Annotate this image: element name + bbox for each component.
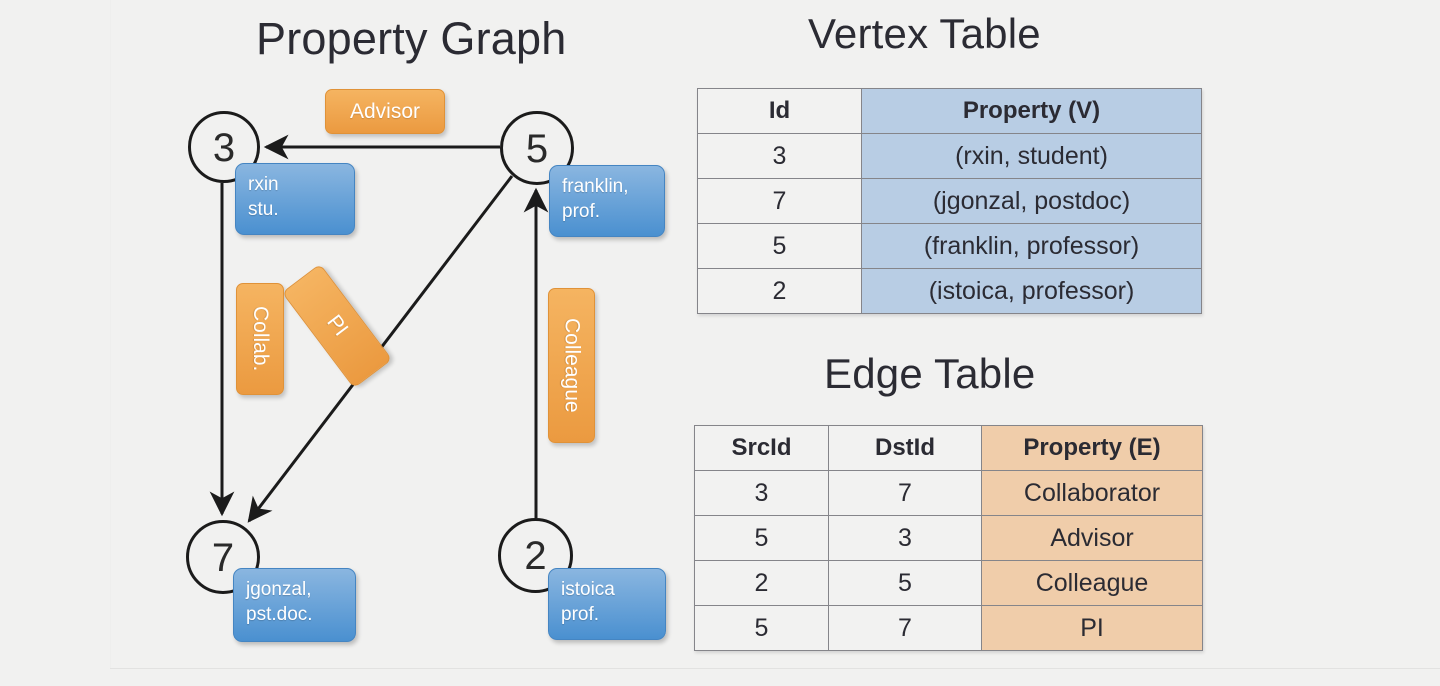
- edge-label-advisor: Advisor: [325, 89, 445, 134]
- graph-node-7[interactable]: [186, 520, 260, 594]
- edge-cell-property: Colleague: [981, 560, 1203, 606]
- table-header-row: Id Property (V): [697, 88, 1202, 134]
- graph-node-3-property: rxin stu.: [235, 163, 355, 235]
- vertex-table: Id Property (V) 3 (rxin, student) 7 (jgo…: [697, 88, 1202, 314]
- vertex-cell-property: (franklin, professor): [861, 223, 1202, 269]
- graph-node-2-label: 2: [524, 534, 547, 578]
- graph-node-5-label: 5: [525, 127, 549, 171]
- edge-cell-srcid: 5: [694, 605, 829, 651]
- graph-node-2-property-line2: prof.: [561, 604, 600, 625]
- edge-label-colleague: Colleague: [548, 288, 595, 443]
- page-title-property-graph: Property Graph: [256, 13, 567, 64]
- table-row: 2 5 Colleague: [694, 560, 1203, 606]
- graph-node-5-property: franklin, prof.: [549, 165, 665, 237]
- vertex-cell-id: 5: [697, 223, 862, 269]
- edge-cell-property: Collaborator: [981, 470, 1203, 516]
- table-row: 3 (rxin, student): [697, 133, 1202, 179]
- graph-node-5[interactable]: [500, 111, 574, 185]
- edge-label-collab: Collab.: [236, 283, 284, 395]
- graph-node-3-property-line1: rxin: [248, 174, 279, 195]
- table-header-row: SrcId DstId Property (E): [694, 425, 1203, 471]
- slide-bottom-edge: [110, 668, 1440, 669]
- table-row: 5 3 Advisor: [694, 515, 1203, 561]
- edge-cell-dstid: 5: [828, 560, 982, 606]
- graph-node-3-label: 3: [212, 126, 236, 170]
- vertex-cell-id: 3: [697, 133, 862, 179]
- graph-node-5-property-line2: prof.: [562, 201, 601, 222]
- vertex-cell-property: (rxin, student): [861, 133, 1202, 179]
- graph-node-3[interactable]: [188, 111, 260, 183]
- edge-cell-dstid: 3: [828, 515, 982, 561]
- graph-node-5-property-line1: franklin,: [562, 176, 629, 197]
- edge-cell-srcid: 3: [694, 470, 829, 516]
- slide-left-edge: [110, 0, 111, 668]
- edge-cell-property: Advisor: [981, 515, 1203, 561]
- table-row: 3 7 Collaborator: [694, 470, 1203, 516]
- table-row: 5 7 PI: [694, 605, 1203, 651]
- vertex-cell-id: 7: [697, 178, 862, 224]
- graph-node-2-property: istoica prof.: [548, 568, 666, 640]
- vertex-cell-id: 2: [697, 268, 862, 314]
- edge-header-srcid: SrcId: [694, 425, 829, 471]
- graph-node-3-property-line2: stu.: [248, 199, 279, 220]
- edge-cell-srcid: 2: [694, 560, 829, 606]
- table-row: 5 (franklin, professor): [697, 223, 1202, 269]
- page-title-edge-table: Edge Table: [824, 350, 1036, 397]
- graph-node-2[interactable]: [498, 518, 573, 593]
- graph-node-7-property-line2: pst.doc.: [246, 604, 313, 625]
- vertex-cell-property: (istoica, professor): [861, 268, 1202, 314]
- graph-node-7-property: jgonzal, pst.doc.: [233, 568, 356, 642]
- table-row: 7 (jgonzal, postdoc): [697, 178, 1202, 224]
- page-title-vertex-table: Vertex Table: [808, 10, 1041, 57]
- edge-header-dstid: DstId: [828, 425, 982, 471]
- vertex-header-id: Id: [697, 88, 862, 134]
- edge-cell-dstid: 7: [828, 605, 982, 651]
- edge-header-property: Property (E): [981, 425, 1203, 471]
- graph-node-7-label: 7: [211, 536, 235, 580]
- property-graph-diagram: 3 rxin stu. 5 franklin, prof. 7 jgonzal,…: [0, 0, 700, 686]
- edge-cell-property: PI: [981, 605, 1203, 651]
- edge-cell-dstid: 7: [828, 470, 982, 516]
- edge-cell-srcid: 5: [694, 515, 829, 561]
- graph-node-2-property-line1: istoica: [561, 579, 615, 600]
- vertex-cell-property: (jgonzal, postdoc): [861, 178, 1202, 224]
- graph-node-7-property-line1: jgonzal,: [246, 579, 312, 600]
- vertex-header-property: Property (V): [861, 88, 1202, 134]
- edge-table: SrcId DstId Property (E) 3 7 Collaborato…: [694, 425, 1203, 651]
- table-row: 2 (istoica, professor): [697, 268, 1202, 314]
